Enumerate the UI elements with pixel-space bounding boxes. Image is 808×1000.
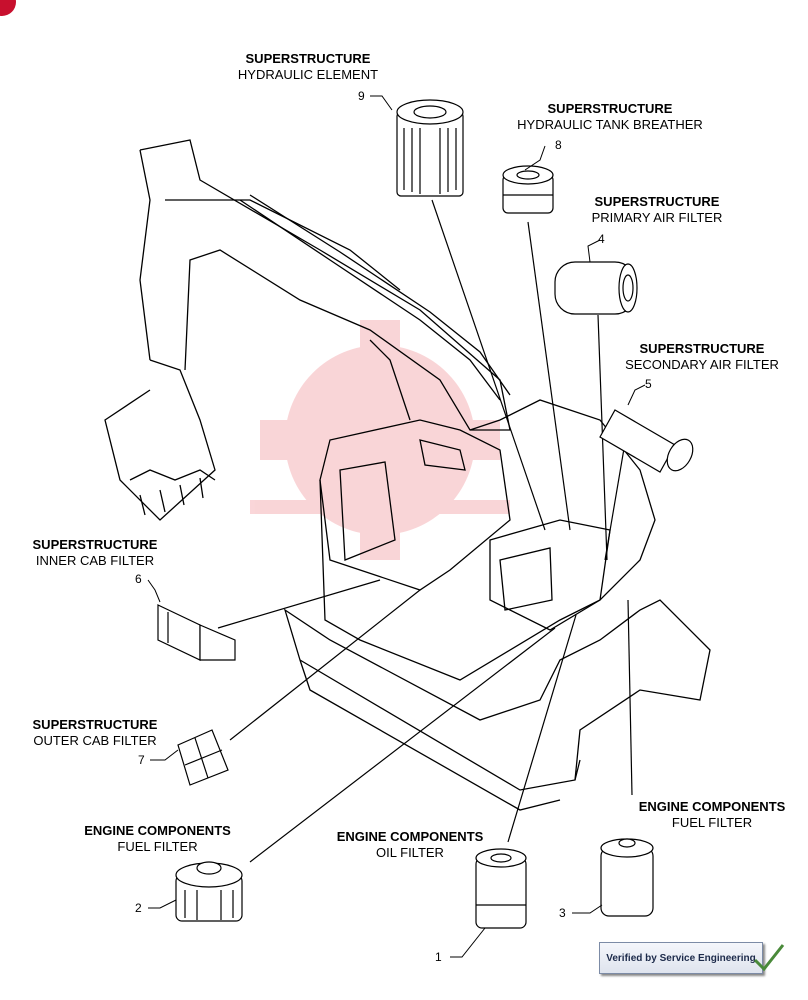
label-subtitle: HYDRAULIC TANK BREATHER: [517, 117, 703, 132]
label-title: SUPERSTRUCTURE: [32, 717, 158, 732]
fuel-filter-3-drawing: [600, 838, 654, 917]
verification-badge: Verified by Service Engineering: [599, 942, 763, 974]
item-number: 1: [435, 950, 442, 964]
item-number: 7: [138, 753, 145, 767]
label-title: SUPERSTRUCTURE: [594, 194, 720, 209]
primary-air-filter-drawing: [554, 261, 638, 315]
hydraulic-element-drawing: [396, 99, 464, 197]
label-title: ENGINE COMPONENTS: [638, 799, 786, 814]
watermark-gear: [250, 320, 510, 560]
label-outer-cab-filter: SUPERSTRUCTURE OUTER CAB FILTER: [0, 717, 190, 749]
label-title: SUPERSTRUCTURE: [32, 537, 158, 552]
label-inner-cab-filter: SUPERSTRUCTURE INNER CAB FILTER: [0, 537, 190, 569]
item-number: 2: [135, 901, 142, 915]
label-subtitle: SECONDARY AIR FILTER: [625, 357, 779, 372]
oil-filter-drawing: [475, 848, 527, 929]
label-subtitle: INNER CAB FILTER: [35, 553, 155, 568]
label-subtitle: OUTER CAB FILTER: [33, 733, 157, 748]
label-title: SUPERSTRUCTURE: [245, 51, 371, 66]
label-secondary-air-filter: SUPERSTRUCTURE SECONDARY AIR FILTER: [602, 341, 802, 373]
label-primary-air-filter: SUPERSTRUCTURE PRIMARY AIR FILTER: [557, 194, 757, 226]
label-hydraulic-element: SUPERSTRUCTURE HYDRAULIC ELEMENT: [208, 51, 408, 83]
excavator-illustration: [104, 139, 711, 811]
label-title: ENGINE COMPONENTS: [84, 823, 231, 838]
label-oil-filter: ENGINE COMPONENTS OIL FILTER: [300, 829, 520, 861]
leader-lines: [217, 199, 633, 863]
corner-logo: [0, 0, 16, 16]
outer-cab-filter-drawing: [177, 729, 229, 786]
item-number: 5: [645, 377, 652, 391]
fuel-filter-2-drawing: [175, 861, 243, 922]
label-subtitle: FUEL FILTER: [117, 839, 198, 854]
label-subtitle: OIL FILTER: [376, 845, 444, 860]
item-number: 9: [358, 89, 365, 103]
checkmark-icon: [753, 944, 785, 972]
label-title: SUPERSTRUCTURE: [639, 341, 765, 356]
item-number: 8: [555, 138, 562, 152]
label-subtitle: FUEL FILTER: [671, 815, 753, 830]
number-leaders: [147, 95, 646, 958]
item-number: 3: [559, 906, 566, 920]
label-subtitle: PRIMARY AIR FILTER: [591, 210, 723, 225]
label-subtitle: HYDRAULIC ELEMENT: [237, 67, 379, 82]
label-title: ENGINE COMPONENTS: [336, 829, 484, 844]
item-number: 4: [598, 232, 605, 246]
label-title: SUPERSTRUCTURE: [547, 101, 673, 116]
label-hydraulic-tank-breather: SUPERSTRUCTURE HYDRAULIC TANK BREATHER: [505, 101, 715, 133]
label-engine-fuel-filter-3: ENGINE COMPONENTS FUEL FILTER: [598, 799, 808, 831]
secondary-air-filter-drawing: [599, 409, 694, 473]
inner-cab-filter-drawing: [157, 604, 236, 661]
item-number: 6: [135, 572, 142, 586]
label-engine-fuel-filter-2: ENGINE COMPONENTS FUEL FILTER: [45, 823, 270, 855]
tank-breather-drawing: [502, 165, 554, 214]
